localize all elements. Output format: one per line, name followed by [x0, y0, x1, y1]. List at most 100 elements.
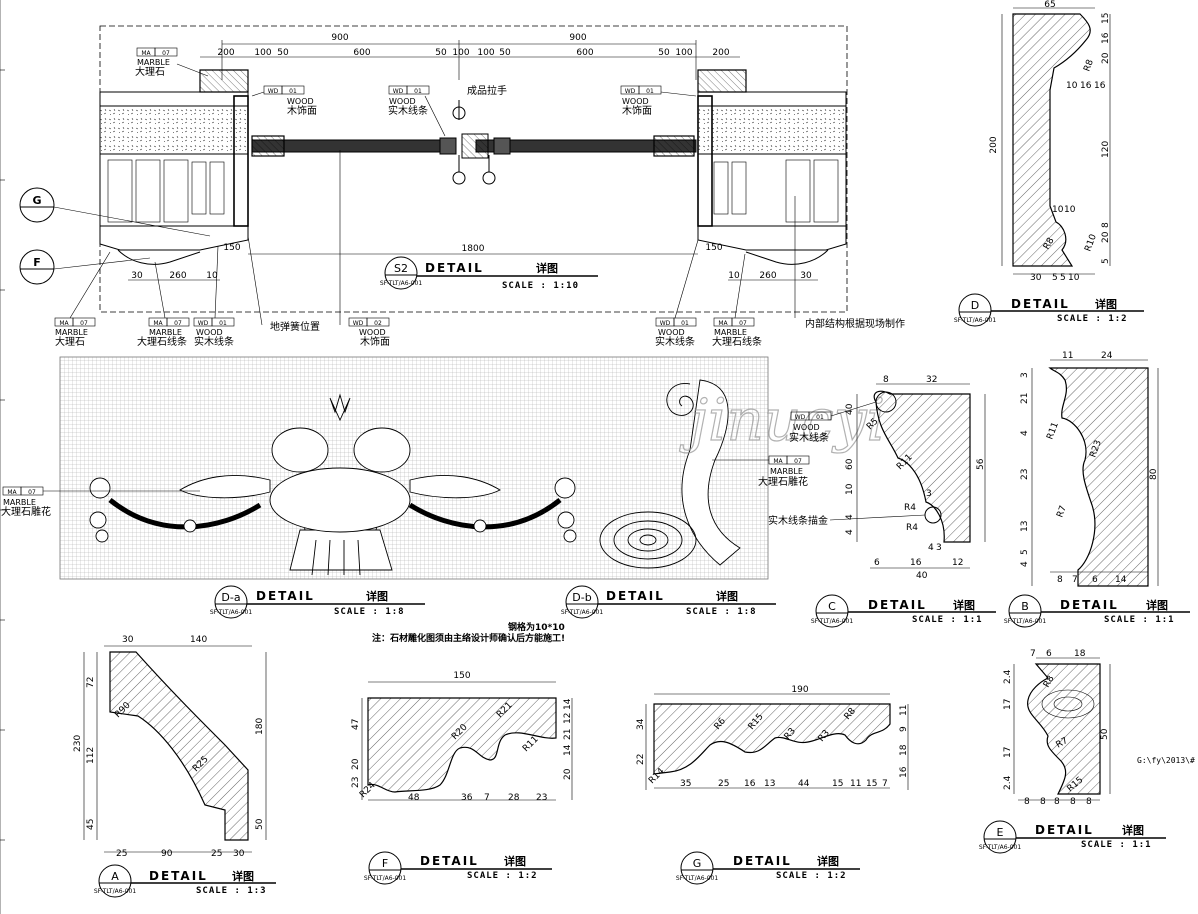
svg-text:11: 11 [1062, 351, 1073, 361]
svg-text:01: 01 [646, 88, 654, 95]
svg-text:8: 8 [1101, 222, 1111, 228]
dim-10-left: 10 [206, 271, 218, 281]
title-d-b: D-b SF-TLT/A6-001 DETAIL 详图 SCALE : 1:8 [561, 585, 776, 619]
svg-text:120: 120 [1101, 141, 1111, 158]
svg-text:8: 8 [1040, 797, 1046, 807]
svg-text:SF-TLT/A6-001: SF-TLT/A6-001 [676, 875, 718, 882]
svg-text:5: 5 [1052, 273, 1058, 283]
svg-text:WD: WD [353, 320, 364, 327]
svg-text:SF-TLT/A6-001: SF-TLT/A6-001 [380, 280, 422, 287]
svg-text:DETAIL: DETAIL [256, 589, 315, 603]
svg-text:WOOD: WOOD [389, 97, 416, 106]
svg-text:WD: WD [198, 320, 209, 327]
title-c: C SF-TLT/A6-001 DETAIL 详图 SCALE : 1:1 [811, 594, 996, 628]
svg-text:SF-TLT/A6-001: SF-TLT/A6-001 [210, 609, 252, 616]
svg-text:SCALE : 1:1: SCALE : 1:1 [1104, 615, 1175, 625]
svg-text:8: 8 [1086, 797, 1092, 807]
profile-c [873, 390, 971, 543]
tag-bottom-7: MA 07 MARBLE 大理石线条 [712, 317, 762, 348]
svg-text:01: 01 [219, 320, 227, 327]
tag-c-wood: WD 01 WOOD 实木线条 [789, 401, 877, 444]
svg-text:SCALE : 1:3: SCALE : 1:3 [196, 886, 267, 896]
svg-text:实木线条: 实木线条 [388, 104, 428, 117]
svg-text:30: 30 [122, 635, 134, 645]
svg-text:25: 25 [211, 849, 222, 859]
svg-text:16: 16 [744, 779, 756, 789]
svg-text:07: 07 [739, 320, 747, 327]
svg-text:10: 10 [1068, 273, 1080, 283]
dim-900-right: 900 [569, 33, 586, 43]
svg-text:112: 112 [86, 747, 96, 764]
svg-text:23: 23 [351, 777, 361, 788]
svg-text:E: E [997, 826, 1004, 839]
dim-sub: 50 [658, 48, 670, 58]
carving-ornament-center [89, 393, 577, 576]
svg-text:36: 36 [461, 793, 473, 803]
dim-sub: 100 [452, 48, 469, 58]
dim-sub: 600 [576, 48, 593, 58]
svg-text:WOOD: WOOD [793, 423, 820, 432]
svg-text:72: 72 [86, 677, 96, 688]
svg-text:DETAIL: DETAIL [733, 854, 792, 868]
svg-text:10: 10 [1064, 205, 1076, 215]
svg-text:DETAIL: DETAIL [425, 261, 484, 275]
svg-text:65: 65 [1044, 0, 1055, 10]
svg-text:20: 20 [1101, 231, 1111, 243]
svg-text:SCALE : 1:1: SCALE : 1:1 [912, 615, 983, 625]
dim-sub: 100 [254, 48, 271, 58]
svg-text:07: 07 [28, 489, 36, 496]
left-ruler [0, 0, 5, 914]
tag-wd01-center: WD 01 WOOD 实木线条 [388, 85, 446, 137]
svg-text:木饰面: 木饰面 [622, 104, 652, 117]
svg-text:01: 01 [414, 88, 422, 95]
svg-text:SF-TLT/A6-001: SF-TLT/A6-001 [94, 888, 136, 895]
svg-text:3: 3 [1020, 372, 1030, 378]
svg-text:MARBLE: MARBLE [3, 498, 36, 507]
svg-text:WOOD: WOOD [287, 97, 314, 106]
svg-text:4: 4 [1020, 561, 1030, 567]
dim-sub: 200 [217, 48, 234, 58]
title-g: G SF-TLT/A6-001 DETAIL 详图 SCALE : 1:2 [676, 851, 860, 885]
svg-text:木饰面: 木饰面 [360, 335, 390, 348]
svg-text:14: 14 [563, 698, 573, 710]
note-grid: 钢格为10*10 [508, 621, 565, 633]
svg-text:200: 200 [989, 136, 999, 153]
detail-a: 30 140 72 230 112 180 R90 R25 45 50 25 9… [73, 635, 276, 898]
svg-text:22: 22 [636, 754, 646, 765]
svg-text:MA: MA [141, 50, 151, 57]
dim-sub: 50 [435, 48, 447, 58]
svg-text:详图: 详图 [716, 589, 738, 603]
svg-text:40: 40 [916, 571, 928, 581]
svg-text:WOOD: WOOD [196, 328, 223, 337]
label-inner-structure: 内部结构根据现场制作 [805, 317, 905, 330]
svg-text:SF-TLT/A6-001: SF-TLT/A6-001 [979, 844, 1021, 851]
svg-text:8: 8 [883, 375, 889, 385]
svg-text:DETAIL: DETAIL [420, 854, 479, 868]
svg-text:30: 30 [1030, 273, 1042, 283]
svg-text:10: 10 [1052, 205, 1064, 215]
svg-text:23: 23 [536, 793, 547, 803]
tag-bottom-5: WD 02 WOOD 木饰面 [348, 317, 390, 348]
svg-text:50: 50 [1100, 728, 1110, 740]
label-handle: 成品拉手 [467, 84, 507, 97]
svg-text:18: 18 [899, 744, 909, 756]
svg-text:4: 4 [845, 514, 855, 520]
svg-text:01: 01 [289, 88, 297, 95]
svg-text:DETAIL: DETAIL [149, 869, 208, 883]
svg-text:34: 34 [636, 718, 646, 730]
svg-text:80: 80 [1149, 468, 1159, 480]
svg-text:MA: MA [773, 458, 783, 465]
svg-text:大理石: 大理石 [55, 335, 85, 348]
svg-text:16: 16 [899, 766, 909, 778]
tag-wd01-right: WD 01 WOOD 木饰面 [620, 85, 697, 117]
svg-text:大理石: 大理石 [135, 65, 165, 78]
svg-text:45: 45 [86, 819, 96, 830]
svg-text:18: 18 [1074, 649, 1086, 659]
svg-text:大理石雕花: 大理石雕花 [1, 505, 51, 518]
svg-text:R8: R8 [1082, 58, 1096, 73]
svg-text:10: 10 [845, 483, 855, 495]
svg-text:SCALE : 1:2: SCALE : 1:2 [467, 871, 538, 881]
svg-text:DETAIL: DETAIL [1060, 598, 1119, 612]
svg-text:MA: MA [718, 320, 728, 327]
